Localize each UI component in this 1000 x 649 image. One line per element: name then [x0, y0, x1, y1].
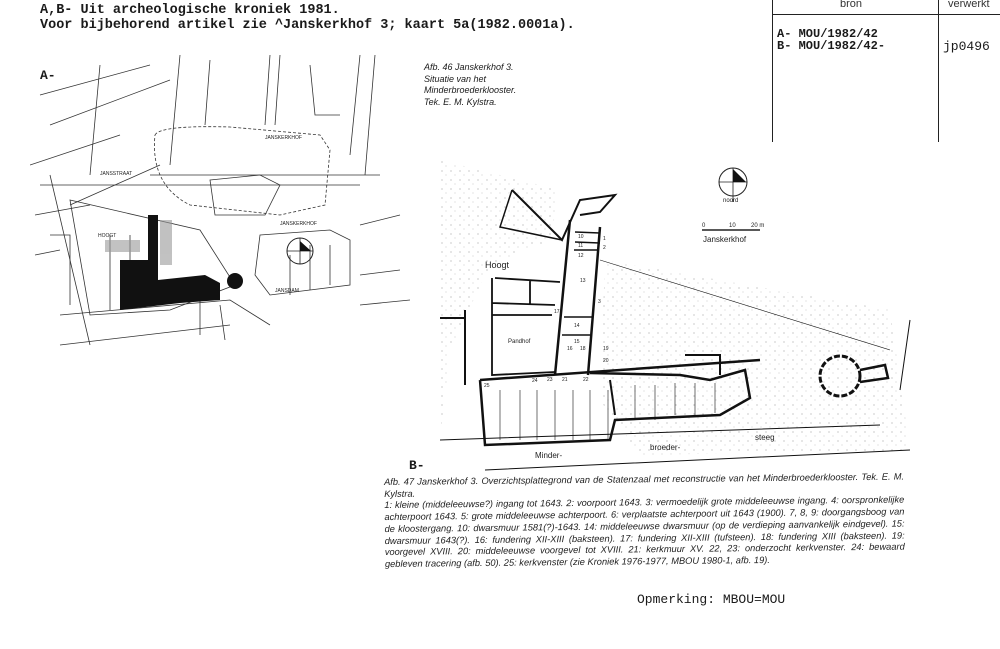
plan-number: 23	[547, 377, 553, 383]
plan-number: 2	[603, 245, 606, 251]
figure-a-label: A-	[40, 68, 56, 83]
plan-numbers: 10 11 12 13 14 15 16 17 18 19 20 21 22 2…	[484, 234, 609, 389]
plan-number: 3	[598, 299, 601, 305]
figure-b-caption: Afb. 47 Janskerkhof 3. Overzichtsplatteg…	[384, 472, 905, 571]
street-label: JANSSTRAAT	[100, 171, 132, 177]
scale-20: 20 m	[751, 223, 764, 229]
plan-number: 18	[580, 346, 586, 352]
header-line-1: A,B- Uit archeologische kroniek 1981.	[40, 3, 340, 18]
remark: Opmerking: MBOU=MOU	[637, 592, 786, 607]
scale-0: 0	[702, 223, 706, 229]
figure-b-label: B-	[409, 458, 425, 473]
plan-number: 22	[583, 377, 589, 383]
minder-label: Minder-	[535, 451, 562, 460]
pandhof-label: Pandhof	[508, 339, 531, 345]
table-divider	[772, 0, 773, 142]
plan-number: 13	[580, 278, 586, 284]
north-label: noord	[723, 198, 738, 204]
column-header-verwerkt: verwerkt	[948, 0, 990, 10]
plan-number: 19	[603, 346, 609, 352]
street-label: JANSDAM	[275, 288, 299, 294]
street-label: HOOGT	[98, 233, 116, 239]
scale-10: 10	[729, 223, 736, 229]
plan-number: 11	[578, 243, 583, 249]
plan-number: 20	[603, 358, 609, 364]
table-header-rule	[772, 14, 1000, 15]
plan-number: 14	[574, 323, 580, 329]
bron-entry-b: B- MOU/1982/42-	[777, 39, 886, 53]
north-arrow-icon	[286, 237, 314, 265]
caption-legend: 1: kleine (middeleeuwse?) ingang tot 164…	[384, 494, 905, 569]
plan-number: 16	[567, 346, 573, 352]
round-tower-icon	[818, 354, 890, 398]
site-map: JANSKERKHOF JANSSTRAAT HOOGT JANSDAM JAN…	[30, 55, 410, 346]
street-label: JANSKERKHOF	[265, 135, 302, 141]
plan-number: 21	[562, 377, 568, 383]
steeg-label: steeg	[755, 433, 775, 442]
street-label: JANSKERKHOF	[280, 221, 317, 227]
bron-entry-a: A- MOU/1982/42	[777, 27, 878, 41]
plan-number: 25	[484, 383, 490, 389]
plan-number: 15	[574, 339, 580, 345]
plan-number: 10	[578, 234, 584, 240]
janskerkhof-label: Janskerkhof	[703, 235, 747, 244]
plan-number: 24	[532, 378, 538, 384]
floor-plan: noord 0 10 20 m Janskerkhof Hoogt Pandho…	[440, 160, 911, 471]
monastery-footprint	[120, 215, 220, 310]
plan-number: 17	[554, 309, 560, 315]
table-divider	[938, 0, 939, 142]
column-header-bron: bron	[840, 0, 863, 10]
header-line-2: Voor bijbehorend artikel zie ^Janskerkho…	[40, 18, 575, 33]
broeder-label: broeder-	[650, 443, 681, 452]
hoogt-label: Hoogt	[485, 260, 510, 270]
figure-a-caption: Afb. 46 Janskerkhof 3. Situatie van het …	[424, 62, 517, 107]
verwerkt-entry: jp0496	[943, 39, 990, 54]
plan-number: 12	[578, 253, 584, 259]
plan-number: 1	[603, 236, 606, 242]
north-arrow-icon	[718, 167, 748, 202]
